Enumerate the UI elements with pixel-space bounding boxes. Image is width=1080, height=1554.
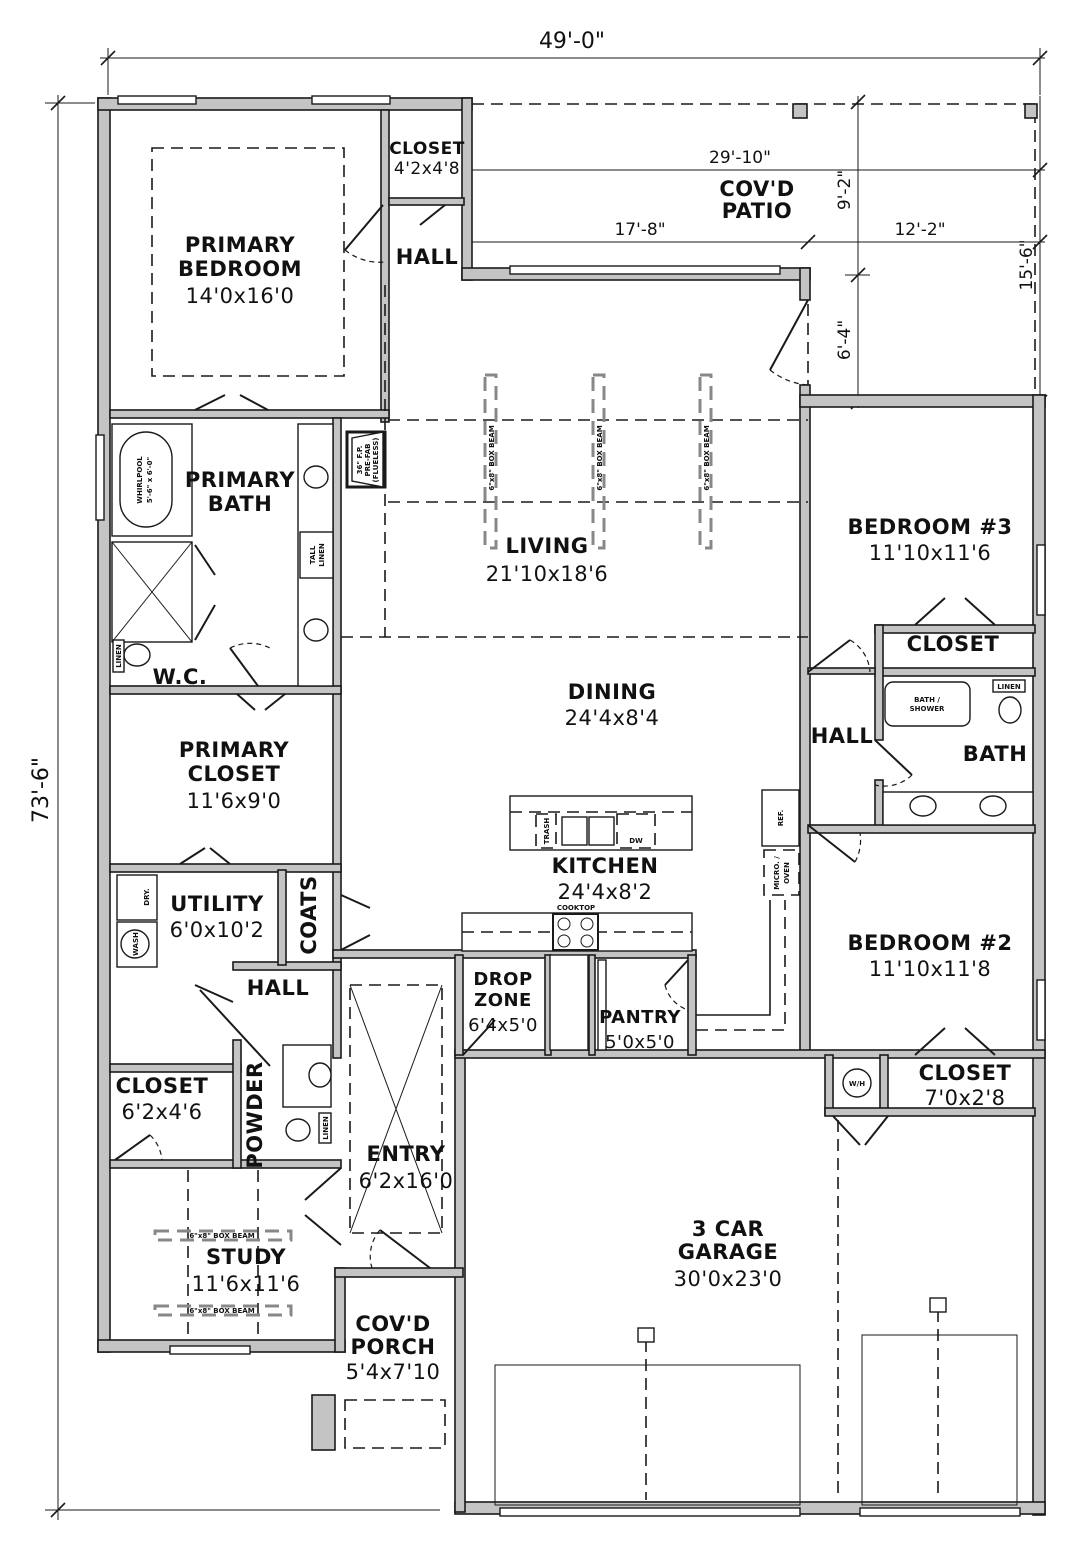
box-beams xyxy=(153,373,713,1317)
dryer-label: DRY. xyxy=(143,888,151,905)
room-size: 14'0x16'0 xyxy=(186,284,295,308)
room-name: DINING xyxy=(568,680,656,704)
room-name: PRIMARY xyxy=(185,468,296,492)
linen-label: LINEN xyxy=(115,644,123,668)
fireplace-label: 36" F.P. xyxy=(356,446,364,475)
whirlpool-label: 5'-6" x 6'-0" xyxy=(146,457,154,503)
room-name: DROP xyxy=(473,969,532,990)
room-name: 3 CAR xyxy=(692,1217,764,1241)
dishwasher-label: DW xyxy=(629,837,643,845)
room-name: GARAGE xyxy=(678,1240,779,1264)
dim-overall-depth: 73'-6" xyxy=(29,757,54,823)
tall-linen-label: LINEN xyxy=(318,543,326,567)
washer-label: WASH xyxy=(132,932,140,956)
micro-label: OVEN xyxy=(783,862,791,884)
dimension-lines xyxy=(45,48,1048,1520)
fireplace xyxy=(345,430,387,489)
room-name: PRIMARY xyxy=(185,233,296,257)
room-name: COV'D xyxy=(355,1312,430,1336)
room-size: 11'10x11'8 xyxy=(869,957,992,981)
room-size: 5'4x7'10 xyxy=(346,1360,441,1384)
room-size: 21'10x18'6 xyxy=(486,562,609,586)
room-name: POWDER xyxy=(243,1061,267,1168)
room-name: PANTRY xyxy=(599,1007,681,1028)
room-name: BATH xyxy=(963,742,1028,766)
beam-label: 6"x8" BOX BEAM xyxy=(488,425,496,490)
room-size: 30'0x23'0 xyxy=(674,1267,783,1291)
tall-linen-label: TALL xyxy=(309,545,317,564)
micro-label: MICRO. / xyxy=(773,856,781,890)
room-name: LIVING xyxy=(505,534,588,558)
bath-shower-label: BATH / xyxy=(914,696,940,704)
water-heater-label: W/H xyxy=(849,1080,865,1088)
room-name: ENTRY xyxy=(367,1142,446,1166)
room-name: BEDROOM xyxy=(178,257,302,281)
room-name: CLOSET xyxy=(907,632,1000,656)
room-name: ZONE xyxy=(474,990,532,1011)
dim-patio-depth-b: 15'-6" xyxy=(1017,239,1037,290)
patio-outline xyxy=(472,103,1038,395)
beam-label: 6"x8" BOX BEAM xyxy=(189,1232,254,1240)
room-name: CLOSET xyxy=(919,1061,1012,1085)
room-name: W.C. xyxy=(153,665,208,689)
room-size: 6'2x16'0 xyxy=(359,1169,454,1193)
room-name: COATS xyxy=(297,875,321,954)
bath-shower-label: SHOWER xyxy=(910,705,945,713)
room-name: BATH xyxy=(208,492,273,516)
trash-label: TRASH xyxy=(543,818,551,845)
linen-label: LINEN xyxy=(997,683,1021,691)
room-size: 11'10x11'6 xyxy=(869,541,992,565)
kitchen-fixtures xyxy=(461,789,800,1051)
room-name: UTILITY xyxy=(170,892,264,916)
ref-label: REF. xyxy=(777,810,785,827)
room-name: BEDROOM #2 xyxy=(847,931,1012,955)
room-size: 11'6x11'6 xyxy=(192,1272,301,1296)
beam-label: 6"x8" BOX BEAM xyxy=(189,1307,254,1315)
room-name: BEDROOM #3 xyxy=(847,515,1012,539)
beam-label: 6"x8" BOX BEAM xyxy=(596,425,604,490)
room-name: COV'D xyxy=(719,177,794,201)
room-name: HALL xyxy=(247,976,310,1000)
dim-patio-right: 12'-2" xyxy=(894,220,945,240)
cooktop-label: COOKTOP xyxy=(557,904,595,912)
room-size: 24'4x8'2 xyxy=(558,880,653,904)
room-name: CLOSET xyxy=(188,762,281,786)
bath-fixtures xyxy=(111,423,1034,1144)
windows xyxy=(95,95,1046,1517)
room-name: STUDY xyxy=(206,1245,286,1269)
whirlpool-label: WHIRLPOOL xyxy=(136,456,144,504)
room-name: PORCH xyxy=(351,1335,436,1359)
dim-patio-width: 29'-10" xyxy=(709,148,771,168)
room-size: 5'0x5'0 xyxy=(605,1032,675,1053)
room-size: 6'2x4'6 xyxy=(122,1100,203,1124)
linen-label: LINEN xyxy=(322,1116,330,1140)
room-name: PATIO xyxy=(722,199,793,223)
room-size: 6'4x5'0 xyxy=(468,1015,538,1036)
room-name: CLOSET xyxy=(389,139,465,159)
room-name: KITCHEN xyxy=(552,854,659,878)
room-size: 4'2x4'8 xyxy=(394,159,460,179)
room-name: HALL xyxy=(811,724,874,748)
walls xyxy=(97,97,1046,1516)
dim-overall-width: 49'-0" xyxy=(539,29,605,54)
ceiling-lines xyxy=(151,147,1018,1506)
dim-patio-step: 6'-4" xyxy=(835,320,855,360)
fireplace-label: PRE-FAB xyxy=(364,444,372,477)
dim-patio-left: 17'-8" xyxy=(614,220,665,240)
room-size: 24'4x8'4 xyxy=(565,706,660,730)
room-size: 6'0x10'2 xyxy=(170,918,265,942)
room-name: HALL xyxy=(396,245,459,269)
fireplace-label: (FLUELESS) xyxy=(372,438,380,483)
beam-label: 6"x8" BOX BEAM xyxy=(703,425,711,490)
room-name: CLOSET xyxy=(116,1074,209,1098)
doors xyxy=(114,204,996,1269)
room-name: PRIMARY xyxy=(179,738,290,762)
dim-patio-depth-a: 9'-2" xyxy=(835,170,855,210)
room-size: 11'6x9'0 xyxy=(187,789,282,813)
room-size: 7'0x2'8 xyxy=(925,1086,1006,1110)
